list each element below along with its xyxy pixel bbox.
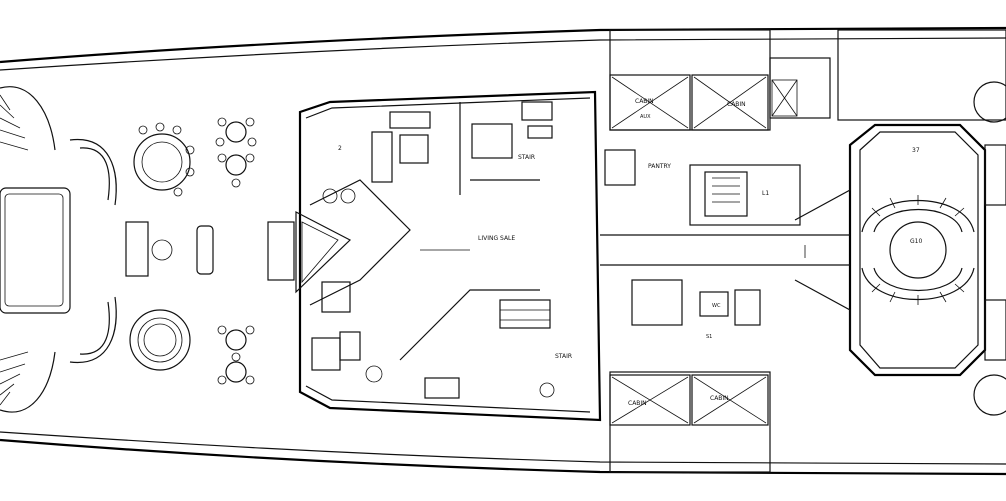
- upper-service-block: [604, 29, 1006, 226]
- label-room-41: 2: [338, 145, 342, 152]
- label-wc: WC: [712, 303, 721, 309]
- lower-service-block: [609, 279, 771, 473]
- label-stair: STAIR: [518, 154, 535, 161]
- label-living: LIVING SALE: [478, 235, 515, 242]
- hull-outline: [0, 26, 1006, 476]
- label-lift: L1: [762, 190, 769, 197]
- corridor: [600, 150, 851, 350]
- label-cabin-bot-b: CABIN: [710, 395, 729, 402]
- label-cabin-top-b: CABIN: [727, 101, 746, 108]
- room-labels: CABIN CABIN AUX STAIR LIVING SALE STAIR …: [338, 98, 922, 407]
- label-room-37: 37: [912, 147, 920, 154]
- forward-deck: [0, 86, 257, 413]
- label-pantry: PANTRY: [648, 163, 671, 170]
- main-salon: [267, 90, 602, 422]
- label-stair-lower: STAIR: [555, 353, 572, 360]
- chairs-top: [138, 122, 195, 197]
- label-s1: S1: [706, 334, 712, 340]
- aft-rotunda: [848, 81, 1006, 416]
- label-cabin-bot-a: CABIN: [628, 400, 647, 407]
- label-cabin-top-a: CABIN: [635, 98, 654, 105]
- label-aux: AUX: [640, 114, 651, 120]
- label-gl: G10: [910, 238, 922, 245]
